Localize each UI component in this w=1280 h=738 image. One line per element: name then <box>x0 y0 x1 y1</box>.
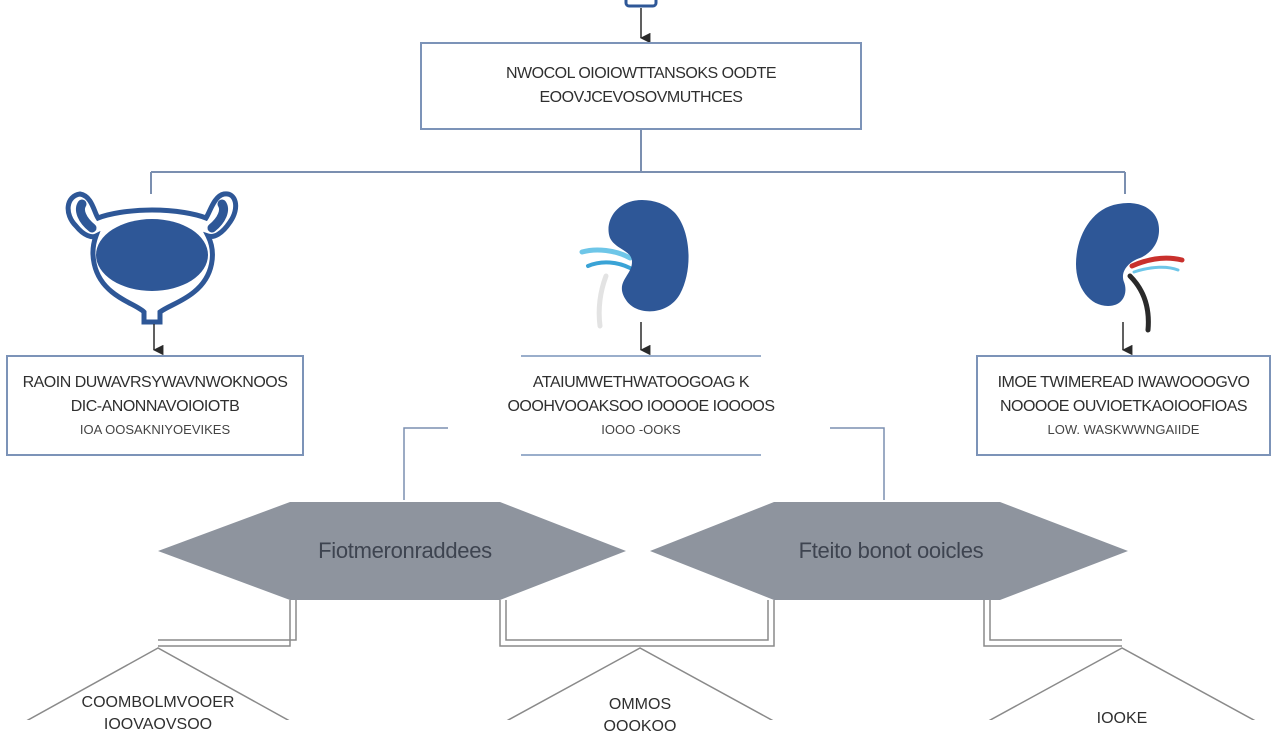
triangle-right-label: IOOKE <box>1022 708 1222 730</box>
top-box-line-1: NWOCOL OIOIOWTTANSOKS OODTE <box>505 65 777 82</box>
kidney-vessels-icon <box>1076 202 1185 333</box>
bladder-box: RAOIN DUWAVRSYWAVNWOKNOOS DIC-ANONNAVOIO… <box>6 355 304 456</box>
top-entry-node <box>624 0 658 8</box>
kidney-vessels-box-line-3: LOW. WASKWWNGAIIDE <box>1047 421 1200 437</box>
kidney-vessels-box-line-1: IMOE TWIMEREAD IWAWOOOGVO <box>997 373 1250 391</box>
bladder-box-line-3: IOA OOSAKNIYOEVIKES <box>79 421 231 437</box>
triangle-left-line-2: IOOVAOVSOO <box>103 716 213 733</box>
kidney-box-line-2: OOOHVOOAKSOO IOOOOE IOOOOS <box>507 397 775 415</box>
triangle-middle-line-2: OOOKOO <box>603 718 677 735</box>
hexagon-left-label: Fiotmeronraddees <box>318 538 492 563</box>
triangle-left-label: COOMBOLMVOOER IOOVAOVSOO <box>58 692 258 736</box>
triangle-middle <box>506 647 774 720</box>
hexagon-left <box>158 502 626 600</box>
triangle-left-line-1: COOMBOLMVOOER <box>81 694 235 711</box>
triangle-middle-line-1: OMMOS <box>608 696 672 713</box>
triangle-right-line-1: IOOKE <box>1096 710 1148 727</box>
triangle-connectors <box>158 600 1122 647</box>
top-box-line-2: EOOVJCEVOSOVMUTHCES <box>539 89 743 106</box>
triangle-middle-label: OMMOS OOOKOO <box>540 694 740 738</box>
triangle-right <box>988 647 1256 720</box>
top-box: NWOCOL OIOIOWTTANSOKS OODTE EOOVJCEVOSOV… <box>420 42 862 130</box>
kidney-vessels-box-line-2: NOOOOE OUVIOETKAOIOOFIOAS <box>999 397 1248 415</box>
bladder-icon <box>65 191 239 325</box>
triangle-left <box>26 647 290 720</box>
kidney-vessels-box: IMOE TWIMEREAD IWAWOOOGVO NOOOOE OUVIOET… <box>976 355 1271 456</box>
branch-connectors <box>150 128 1126 194</box>
kidney-box-line-3: IOOO -OOKS <box>601 421 681 437</box>
kidney-box: ATAIUMWETHWATOOGOAG K OOOHVOOAKSOO IOOOO… <box>507 355 775 456</box>
hexagon-right-label: Fteito bonot ooicles <box>798 538 984 563</box>
kidney-box-line-1: ATAIUMWETHWATOOGOAG K <box>532 373 750 391</box>
kidney-icon <box>579 200 689 329</box>
hexagon-connectors <box>403 427 885 500</box>
bladder-box-line-1: RAOIN DUWAVRSYWAVNWOKNOOS <box>22 373 288 391</box>
bladder-box-line-2: DIC-ANONNAVOIOIOTB <box>70 397 240 415</box>
hexagon-right <box>650 502 1128 600</box>
flowchart-canvas <box>26 0 1256 720</box>
